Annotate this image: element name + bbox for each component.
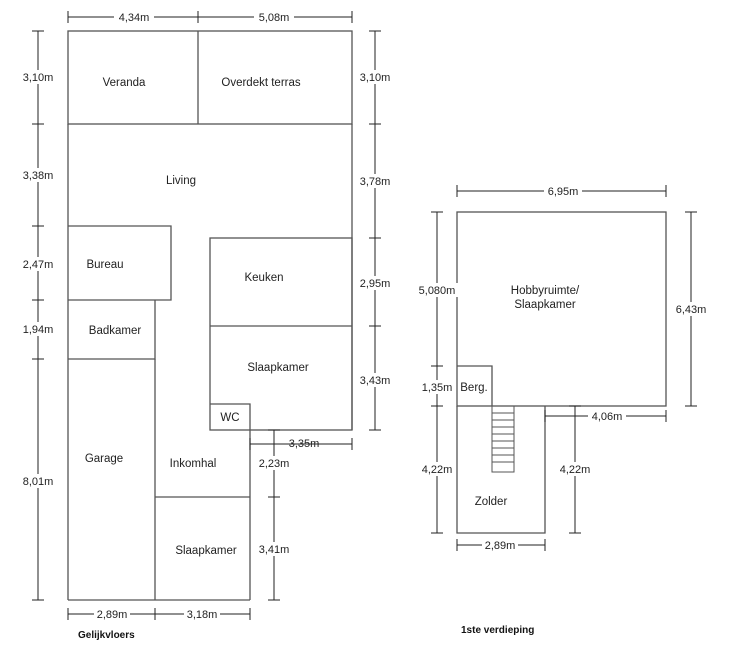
room-slaapkamer-1: Slaapkamer [247, 362, 309, 374]
first-floor-dimensions: 6,95m 5,080m 1,35m 4,22m 6,43m 4,06m 4,2… [413, 184, 709, 552]
dim-top-right: 5,08m [259, 12, 290, 24]
room-hobbyruimte-line2: Slaapkamer [514, 299, 576, 311]
dim-slaapkamer-height: 3,41m [259, 544, 290, 556]
dim-bottom-slaapkamer: 3,18m [187, 609, 218, 621]
dim-right-slaapkamer: 3,43m [360, 375, 391, 387]
room-badkamer: Badkamer [89, 325, 142, 337]
dim-ff-left-berg: 1,35m [422, 382, 453, 394]
dim-right-terras: 3,10m [360, 72, 391, 84]
dim-ff-right-hobby: 6,43m [676, 304, 707, 316]
wall-berg [457, 365, 493, 406]
first-floor-walls [456, 211, 667, 534]
ground-floor-rooms: Veranda Overdekt terras Living Bureau Ba… [85, 77, 309, 557]
dim-top-left: 4,34m [119, 12, 150, 24]
room-wc: WC [220, 412, 239, 424]
dim-ff-left-zolder: 4,22m [422, 464, 453, 476]
dim-left-garage: 8,01m [23, 476, 54, 488]
room-overdekt-terras: Overdekt terras [221, 77, 300, 89]
room-living: Living [166, 175, 196, 187]
ground-floor-walls [67, 30, 353, 601]
wall-kitchen-block [209, 237, 353, 431]
dim-left-badkamer: 1,94m [23, 324, 54, 336]
dim-left-bureau: 2,47m [23, 259, 54, 271]
dim-bottom-garage: 2,89m [97, 609, 128, 621]
wall-zolder [456, 406, 546, 534]
room-hobbyruimte-line1: Hobbyruimte/ [511, 285, 580, 297]
room-zolder: Zolder [475, 496, 508, 508]
dim-right-keuken: 2,95m [360, 278, 391, 290]
dim-left-veranda: 3,10m [23, 72, 54, 84]
caption-first-floor: 1ste verdieping [461, 625, 534, 636]
first-floor-rooms: Hobbyruimte/ Slaapkamer Berg. Zolder [460, 285, 580, 508]
wall-wc [210, 403, 251, 430]
stairs [491, 405, 515, 473]
caption-ground-floor: Gelijkvloers [78, 630, 135, 641]
dim-inkomhal-height: 2,23m [259, 458, 290, 470]
dim-left-living: 3,38m [23, 170, 54, 182]
room-bureau: Bureau [86, 259, 123, 271]
room-berg: Berg. [460, 382, 488, 394]
room-garage: Garage [85, 453, 123, 465]
dim-ff-overhang: 4,06m [592, 411, 623, 423]
room-slaapkamer-2: Slaapkamer [175, 545, 237, 557]
room-veranda: Veranda [103, 77, 146, 89]
dim-ff-bottom: 2,89m [485, 540, 516, 552]
dim-kitchen-width: 3,35m [289, 438, 320, 450]
wall-hobby [456, 211, 667, 407]
ground-floor-dimensions: 4,34m 5,08m 3,10m 3,38m 2,47m 1,94m 8,01… [20, 10, 393, 621]
dim-right-living: 3,78m [360, 176, 391, 188]
wall-bureau [68, 225, 172, 301]
dim-ff-top: 6,95m [548, 186, 579, 198]
dim-ff-left-hobby: 5,080m [419, 285, 456, 297]
room-inkomhal: Inkomhal [170, 458, 217, 470]
room-keuken: Keuken [244, 272, 283, 284]
wall-top-band [67, 30, 353, 125]
dim-ff-right-zolder: 4,22m [560, 464, 591, 476]
